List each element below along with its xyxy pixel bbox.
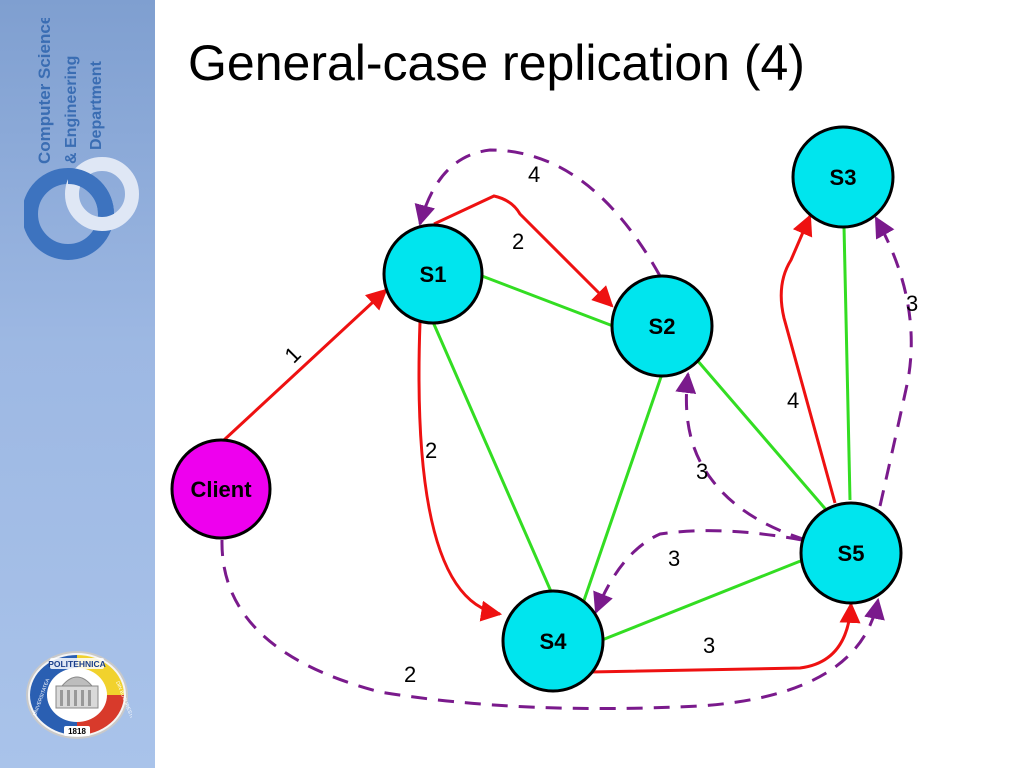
label-request-s1-s4: 2	[425, 438, 437, 463]
node-s2-label: S2	[649, 314, 676, 339]
label-request-s5-s3: 4	[787, 388, 799, 413]
department-line-3: Department	[88, 60, 105, 150]
request-s1-to-s4	[417, 321, 503, 622]
label-ack-s2-s1: 4	[528, 162, 540, 187]
university-seal: POLITEHNICA UNIVERSITATEA DIN BUCURESTI …	[26, 651, 132, 739]
label-request-s1-s2: 2	[512, 229, 524, 254]
label-request-s4-s5: 3	[703, 633, 715, 658]
node-s3-label: S3	[830, 165, 857, 190]
link-s1-s2	[481, 274, 614, 328]
link-s2-s5	[695, 359, 830, 513]
request-s5-to-s3	[779, 214, 837, 504]
ack-s2-to-s1	[414, 148, 662, 277]
label-ack-client-s5: 2	[404, 662, 416, 687]
node-client-label: Client	[190, 477, 252, 502]
request-s4-to-s5	[589, 601, 861, 674]
ack-s5-to-s3	[874, 216, 913, 507]
link-s3-s5	[842, 225, 852, 501]
sidebar: Computer Science & Engineering Departmen…	[0, 0, 155, 768]
label-ack-s5-s2: 3	[696, 459, 708, 484]
label-ack-s5-s3: 3	[906, 291, 918, 316]
slide-title: General-case replication (4)	[188, 35, 805, 91]
department-wordmark: Computer Science & Engineering Departmen…	[35, 18, 105, 164]
node-s1: S1	[382, 223, 484, 325]
node-s4-label: S4	[540, 629, 568, 654]
seal-top-text: POLITEHNICA	[48, 659, 106, 669]
seal-year: 1818	[68, 727, 86, 736]
link-s2-s4	[578, 373, 664, 613]
node-s5-label: S5	[838, 541, 865, 566]
ack-s5-to-s2	[675, 371, 807, 542]
link-s1-s4	[431, 321, 555, 597]
node-client: Client	[170, 438, 272, 540]
node-s3: S3	[791, 125, 895, 229]
label-request-client-s1: 1	[280, 342, 306, 368]
node-s5: S5	[799, 501, 903, 605]
department-line-1: Computer Science	[35, 18, 54, 164]
node-s1-label: S1	[420, 262, 447, 287]
link-s4-s5	[601, 558, 804, 642]
ack-client-to-s5	[220, 539, 885, 711]
ack-s5-to-s4	[593, 529, 803, 614]
request-s1-to-s2	[433, 194, 614, 308]
node-s2: S2	[610, 274, 714, 378]
request-client-to-s1	[222, 288, 388, 442]
node-s4: S4	[501, 589, 605, 693]
department-line-2: & Engineering	[63, 56, 80, 164]
label-ack-s5-s4: 3	[668, 546, 680, 571]
department-logo-icon	[24, 157, 139, 260]
